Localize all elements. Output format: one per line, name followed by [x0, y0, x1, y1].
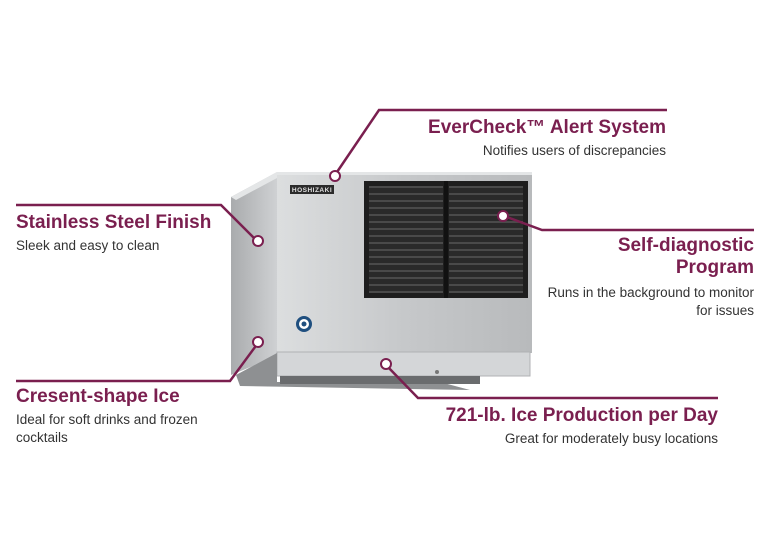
callout-ice-title: Cresent-shape Ice — [16, 386, 180, 407]
leader-ice — [16, 342, 260, 383]
callout-alert-title: EverCheck™ Alert System — [428, 117, 666, 138]
marker-steel — [252, 235, 264, 247]
marker-alert — [329, 170, 341, 182]
machine-bottom-trim — [276, 351, 531, 377]
drain-knob — [435, 370, 439, 374]
callout-steel-title: Stainless Steel Finish — [16, 212, 212, 233]
vent-grille-left — [369, 186, 443, 293]
vent-grille-right — [449, 186, 523, 293]
callout-steel-description: Sleek and easy to clean — [16, 238, 160, 253]
logo-badge-icon — [296, 316, 312, 332]
ice-machine: HOSHIZAKI — [231, 172, 532, 390]
callout-diagnostic-description: Runs in the background to monitor for is… — [547, 285, 754, 318]
marker-production — [380, 358, 392, 370]
callout-production-title: 721-lb. Ice Production per Day — [445, 405, 718, 426]
leader-production — [385, 364, 718, 400]
callout-alert-description: Notifies users of discrepancies — [482, 143, 666, 158]
leader-diagnostic — [503, 214, 754, 232]
callout-ice-description: Ideal for soft drinks and frozen cocktai… — [16, 412, 198, 445]
machine-base-shadow — [280, 376, 480, 384]
machine-side-panel — [231, 172, 277, 375]
marker-diagnostic — [497, 210, 509, 222]
leader-alert — [333, 108, 667, 176]
brand-label: HOSHIZAKI — [292, 187, 332, 194]
marker-ice — [252, 336, 264, 348]
callout-diagnostic-title: Self-diagnostic Program — [617, 235, 754, 278]
brand-plate — [290, 185, 334, 194]
callout-markers — [252, 170, 509, 370]
callout-leader-lines — [16, 108, 754, 400]
leader-steel — [16, 203, 258, 242]
callout-production-description: Great for moderately busy locations — [504, 431, 718, 446]
